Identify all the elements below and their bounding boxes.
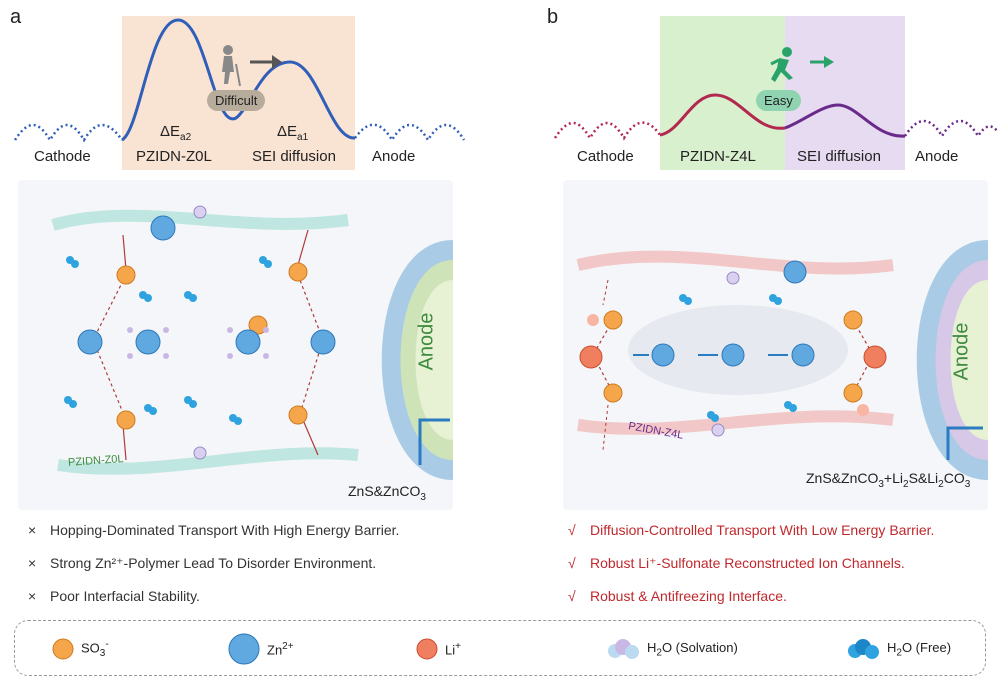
panel-b-letter: b — [547, 6, 559, 28]
panel-b-anode-label: Anode — [915, 148, 959, 165]
solvation-water-icon — [608, 639, 639, 659]
panel-b-statement-1: √Diffusion-Controlled Transport With Low… — [568, 522, 935, 538]
free-water-icon — [848, 639, 879, 659]
panel-a-scene-art — [51, 205, 453, 480]
panel-b-scene: PZIDN-Z4L Anode — [563, 180, 988, 510]
legend-zn: Zn2+ — [227, 621, 294, 677]
panel-a-anode-label: Anode — [372, 148, 416, 165]
difficult-badge: Difficult — [207, 90, 266, 111]
legend-li: Li+ — [415, 621, 461, 677]
delta-ea1-label: ΔEa1 — [277, 123, 309, 143]
panel-a-statement-3: ×Poor Interfacial Stability. — [28, 588, 200, 604]
panel-a-electrolyte-label: PZIDN-Z0L — [136, 148, 212, 165]
easy-badge: Easy — [756, 90, 801, 111]
panel-b-cathode-label: Cathode — [577, 148, 634, 165]
legend-h2o-free: H2O (Free) — [845, 621, 951, 677]
panel-b-scene-anode-label: Anode — [950, 322, 973, 381]
zn-ball-icon — [228, 633, 260, 665]
panel-a-letter: a — [10, 6, 22, 28]
legend-h2o-solvation: H2O (Solvation) — [605, 621, 738, 677]
panel-a-sei-label: SEI diffusion — [252, 148, 336, 165]
panel-a-statement-1: ×Hopping-Dominated Transport With High E… — [28, 522, 400, 538]
panel-b-electrolyte-label: PZIDN-Z4L — [680, 148, 756, 165]
delta-ea2-label: ΔEa2 — [160, 123, 192, 143]
panel-b-interface-label: ZnS&ZnCO3+Li2S&Li2CO3 — [806, 470, 971, 490]
panel-a-cathode-label: Cathode — [34, 148, 91, 165]
panel-a-interface-label: ZnS&ZnCO3 — [348, 483, 426, 503]
old-man-walker-icon — [222, 45, 241, 87]
panel-b-sei-bg — [785, 16, 905, 170]
panel-a-scene-anode-label: Anode — [415, 312, 438, 371]
panel-b-statement-2: √Robust Li⁺-Sulfonate Reconstructed Ion … — [568, 555, 905, 571]
panel-a-scene: PZIDN-Z0L Anode — [18, 180, 453, 510]
li-ball-icon — [416, 638, 438, 660]
panel-a-energy-curve — [13, 18, 466, 143]
panel-b-scene-art — [576, 240, 988, 480]
panel-a-statement-2: ×Strong Zn²⁺-Polymer Lead To Disorder En… — [28, 555, 377, 571]
legend: SO3- Zn2+ Li+ H2O (Solvation) H2O (Free) — [14, 620, 986, 676]
panel-b-sei-label: SEI diffusion — [797, 148, 881, 165]
panel-b-statement-3: √Robust & Antifreezing Interface. — [568, 588, 787, 604]
so3-ball-icon — [52, 638, 74, 660]
runner-icon — [770, 47, 793, 82]
panel-b-energy-curve — [553, 56, 999, 141]
legend-so3: SO3- — [51, 621, 109, 677]
